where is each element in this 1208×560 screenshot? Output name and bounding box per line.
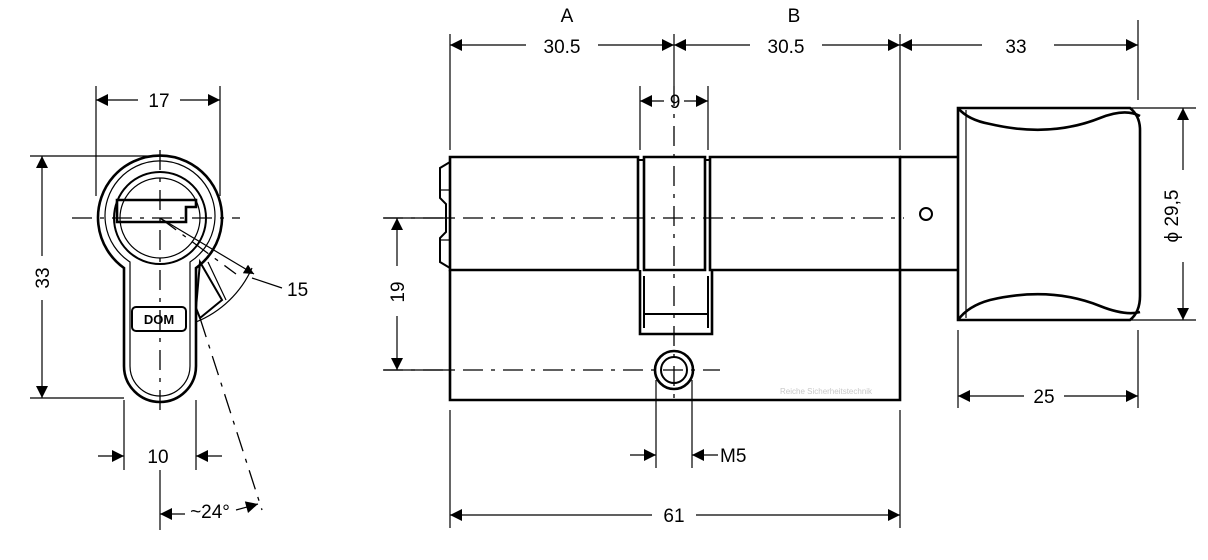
side-a-label: A <box>561 6 574 27</box>
dim-cam-width-label: 9 <box>670 92 681 113</box>
side-a-body <box>448 155 640 272</box>
dim-thread-label: M5 <box>720 446 746 467</box>
dim-knob-diameter-label: ϕ 29,5 <box>1162 190 1183 243</box>
dim-knob-offset-label: 33 <box>1005 37 1026 58</box>
knob-lower-curve <box>956 292 1141 321</box>
dim-cam-radius-label: 15 <box>287 280 308 301</box>
cam-edge <box>207 261 227 301</box>
dom-logo-box <box>131 306 187 332</box>
dim-total-length-label: 61 <box>663 506 684 527</box>
dim-angle-label: ~24° <box>190 502 230 523</box>
dim-b-label: 30.5 <box>768 37 805 58</box>
cam-radius-leader <box>251 277 283 289</box>
watermark: Reiche Sicherheitstechnik <box>780 387 873 396</box>
dim-front-height-label: 33 <box>33 267 54 288</box>
dim-bottom-width-label: 10 <box>147 447 168 468</box>
front-view: 15 DOM 17 33 10 ~24° <box>30 86 308 530</box>
cam-block <box>642 155 707 272</box>
cam-radius-arc <box>195 267 253 323</box>
dim-angle-arrow-right <box>235 501 259 513</box>
spindle-pin <box>919 207 933 221</box>
spindle <box>900 155 958 272</box>
dom-logo-text: DOM <box>144 312 174 327</box>
side-view: 19 A B 30.5 30.5 33 9 ϕ 29,5 25 <box>383 6 1196 528</box>
dim-knob-length-label: 25 <box>1033 387 1054 408</box>
knob <box>956 106 1142 322</box>
side-b-body <box>708 155 902 272</box>
angle-ray <box>199 317 263 511</box>
cam-tongue <box>638 270 714 336</box>
dim-a-label: 30.5 <box>544 37 581 58</box>
key-face-detail <box>439 161 451 269</box>
cylinder-front-outline <box>96 154 224 404</box>
cam-radius-arrow <box>159 217 255 275</box>
keyway <box>115 198 198 224</box>
lower-body <box>448 270 902 402</box>
dim-front-width-label: 17 <box>148 91 169 112</box>
radius-line <box>159 217 237 275</box>
knob-upper-curve <box>957 107 1141 132</box>
dim-profile-height-label: 19 <box>388 281 409 302</box>
cylinder-front-inner-outline <box>104 160 216 397</box>
side-b-label: B <box>788 6 801 27</box>
